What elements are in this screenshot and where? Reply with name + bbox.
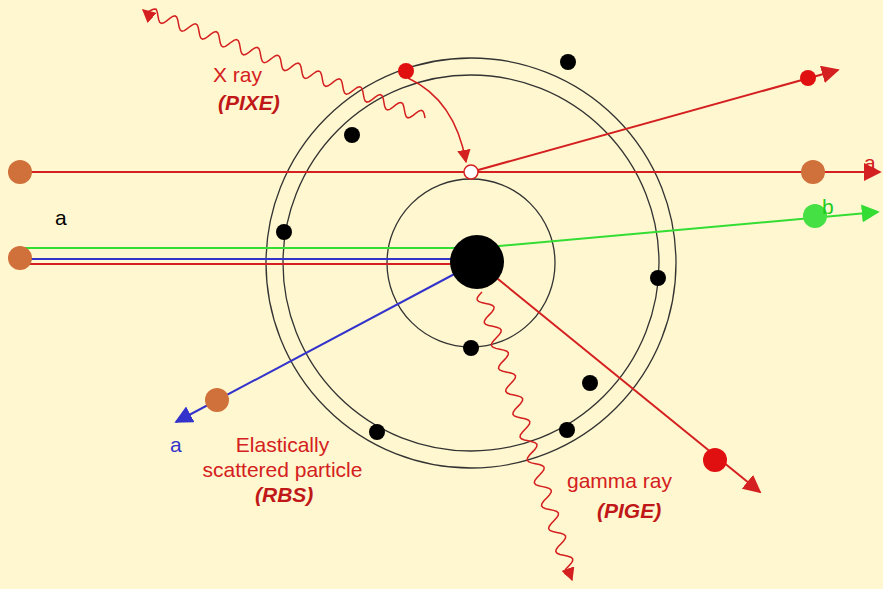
particle bbox=[703, 448, 727, 472]
method-label: (PIGE) bbox=[597, 498, 661, 523]
particle-label: a bbox=[55, 205, 67, 230]
electron-hole bbox=[464, 165, 478, 179]
method-label: (RBS) bbox=[255, 482, 313, 507]
particle bbox=[8, 160, 32, 184]
beam-line bbox=[20, 171, 880, 173]
ejected-electron-path bbox=[471, 70, 838, 172]
particle-label: a bbox=[170, 432, 182, 457]
particle bbox=[8, 246, 32, 270]
electron bbox=[398, 63, 414, 79]
label: Elastically scattered particle bbox=[200, 432, 365, 482]
method-label: (PIXE) bbox=[218, 90, 280, 115]
nucleus bbox=[450, 235, 504, 289]
particle bbox=[801, 160, 825, 184]
scattered-path bbox=[176, 262, 477, 422]
electron bbox=[800, 70, 816, 86]
electron bbox=[276, 54, 666, 440]
beam-line bbox=[20, 247, 470, 249]
ejected-path bbox=[477, 262, 760, 492]
gamma-wave bbox=[477, 292, 573, 580]
beam-line bbox=[20, 263, 465, 265]
particle-label: a bbox=[864, 150, 876, 175]
transition-arrow bbox=[408, 78, 466, 162]
label: gamma ray bbox=[567, 468, 672, 493]
particle bbox=[205, 388, 229, 412]
label: X ray bbox=[213, 62, 262, 87]
particle-label: b bbox=[822, 194, 834, 219]
x-ray-wave bbox=[143, 9, 425, 118]
beam-line bbox=[20, 258, 465, 260]
